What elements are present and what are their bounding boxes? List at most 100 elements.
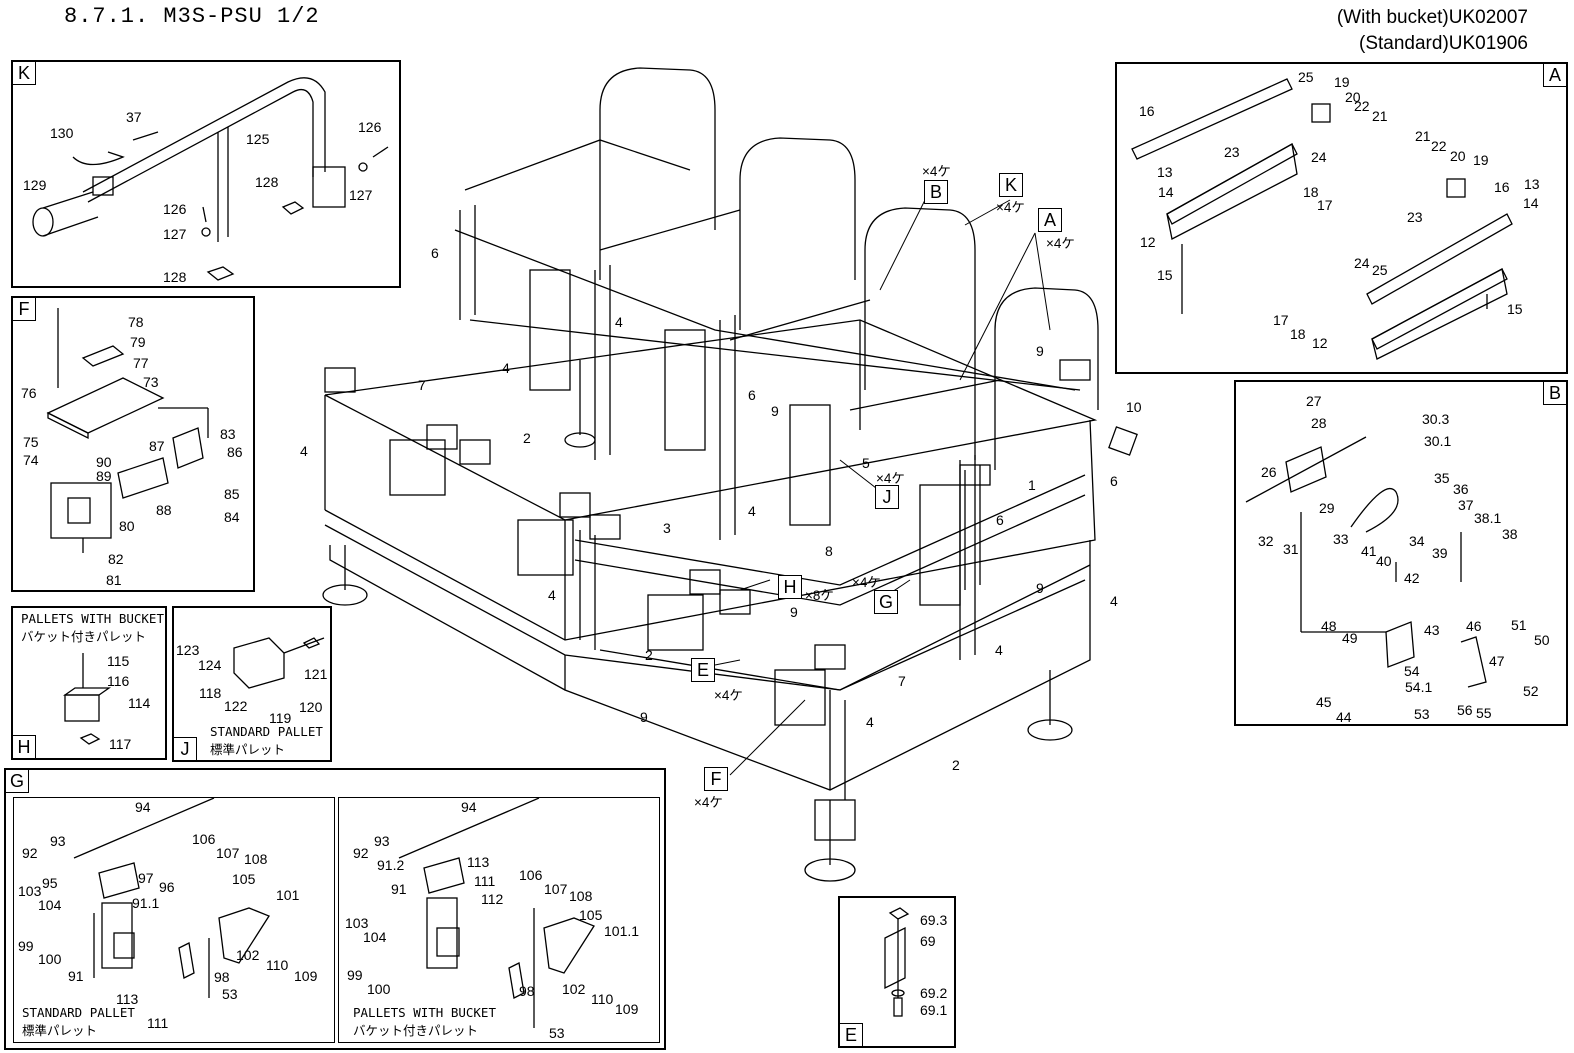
- part-number: 89: [96, 468, 112, 484]
- part-number: 14: [1523, 195, 1539, 211]
- part-number: 118: [199, 685, 222, 701]
- part-number: 107: [216, 845, 240, 861]
- part-number: 25: [1298, 69, 1314, 85]
- part-number: 38.1: [1474, 510, 1501, 526]
- callout-a-qty: ×4ケ: [1046, 236, 1075, 251]
- detail-panel-k: K 37 125 126 126 127 127 128 128 129 130: [11, 60, 401, 288]
- part-number: 113: [116, 991, 139, 1007]
- part-number: 100: [38, 951, 62, 967]
- part-number: 54.1: [1405, 679, 1432, 695]
- panel-j-caption-en: STANDARD PALLET: [210, 724, 323, 739]
- panel-g-right-caption-en: PALLETS WITH BUCKET: [353, 1005, 496, 1020]
- part-number: 21: [1372, 108, 1388, 124]
- panel-f-drawing: [46, 308, 209, 553]
- part-number: 124: [198, 657, 222, 673]
- panel-g-right-caption-jp: バケット付きパレット: [353, 1023, 479, 1038]
- panel-h-caption-jp: バケット付きパレット: [21, 629, 147, 644]
- part-number: 4: [748, 503, 756, 519]
- part-number: 43: [1424, 622, 1440, 638]
- part-number: 46: [1466, 618, 1482, 634]
- panel-h-caption-en: PALLETS WITH BUCKET: [21, 611, 164, 626]
- part-number: 4: [995, 642, 1003, 658]
- part-number: 37: [1458, 497, 1474, 513]
- part-code-with-bucket: (With bucket)UK02007: [1336, 7, 1528, 28]
- part-number: 74: [23, 452, 39, 468]
- part-number: 69.3: [920, 912, 947, 928]
- callout-b: B: [924, 180, 948, 204]
- part-number: 111: [474, 873, 495, 889]
- part-number: 49: [1342, 630, 1358, 646]
- part-number: 1: [1028, 477, 1036, 493]
- part-number: 19: [1334, 74, 1350, 90]
- callout-k-qty: ×4ケ: [996, 200, 1025, 215]
- part-number: 33: [1333, 531, 1349, 547]
- panel-g-standard: STANDARD PALLET 標準パレット 92 93 94 95 96 97…: [13, 797, 335, 1043]
- panel-j-numbers: 118 119 120 121 122 123 124: [176, 642, 328, 726]
- panel-j-label: J: [173, 737, 197, 761]
- part-number: 79: [130, 334, 146, 350]
- panel-j-drawing: [233, 637, 325, 689]
- part-number: 9: [640, 709, 648, 725]
- part-number: 75: [23, 434, 39, 450]
- part-number: 100: [367, 981, 391, 997]
- part-number: 101.1: [604, 923, 639, 939]
- page-title: 8.7.1. M3S-PSU 1/2: [64, 4, 320, 29]
- part-number: 123: [176, 642, 200, 658]
- part-number: 105: [232, 871, 256, 887]
- part-number: 9: [790, 604, 798, 620]
- part-number: 97: [138, 870, 154, 886]
- part-number: 2: [645, 647, 653, 663]
- part-number: 17: [1273, 312, 1289, 328]
- base-frame: [322, 319, 1098, 882]
- part-number: 92: [22, 845, 38, 861]
- part-number: 9: [1036, 343, 1044, 359]
- part-number: 4: [866, 714, 874, 730]
- part-number: 2: [523, 430, 531, 446]
- part-number: 94: [461, 799, 477, 815]
- part-number: 20: [1450, 148, 1466, 164]
- part-number: 27: [1306, 393, 1322, 409]
- part-number: 25: [1372, 262, 1388, 278]
- panel-f-label: F: [12, 297, 36, 321]
- part-number: 120: [299, 699, 323, 715]
- part-number: 102: [236, 947, 260, 963]
- part-number: 45: [1316, 694, 1332, 710]
- part-number: 6: [1110, 473, 1118, 489]
- part-number: 22: [1431, 138, 1447, 154]
- panel-a-drawing: [1131, 78, 1513, 360]
- part-number: 93: [50, 833, 66, 849]
- part-number: 26: [1261, 464, 1277, 480]
- part-number: 51: [1511, 617, 1527, 633]
- part-number: 53: [222, 986, 238, 1002]
- panel-b-label: B: [1543, 381, 1567, 405]
- part-number: 23: [1407, 209, 1423, 225]
- panel-b-drawing: [1245, 436, 1487, 688]
- part-number: 30.3: [1422, 411, 1449, 427]
- part-number: 115: [107, 653, 130, 669]
- part-number: 20: [1345, 89, 1361, 105]
- detail-panel-a: A 12 12 13 13 14 14 15 15 16 16 17 17 18…: [1115, 62, 1568, 374]
- part-number: 16: [1494, 179, 1510, 195]
- part-number: 56: [1457, 702, 1473, 718]
- part-number: 21: [1415, 128, 1431, 144]
- part-number: 82: [108, 551, 124, 567]
- detail-panel-e: E 69 69.1 69.2 69.3: [838, 896, 956, 1048]
- callout-g: G: [874, 590, 898, 614]
- part-number: 92: [353, 845, 369, 861]
- callout-k: K: [999, 173, 1023, 197]
- part-number: 83: [220, 426, 236, 442]
- panel-g-bucket-numbers: 92 93 94 98 99 100 101.1 102 103 104 105…: [345, 799, 639, 1041]
- part-number: 12: [1312, 335, 1328, 351]
- part-number: 84: [224, 509, 240, 525]
- part-number: 4: [615, 314, 623, 330]
- part-number: 95: [42, 875, 58, 891]
- part-number: 87: [149, 438, 165, 454]
- part-number: 7: [898, 673, 906, 689]
- part-number: 6: [431, 245, 439, 261]
- part-number: 119: [269, 710, 292, 726]
- callout-h: H: [778, 575, 802, 599]
- part-number: 24: [1311, 149, 1327, 165]
- part-number: 4: [502, 360, 510, 376]
- panel-e-label: E: [839, 1023, 863, 1047]
- panel-a-numbers: 12 12 13 13 14 14 15 15 16 16 17 17 18 1…: [1139, 69, 1540, 351]
